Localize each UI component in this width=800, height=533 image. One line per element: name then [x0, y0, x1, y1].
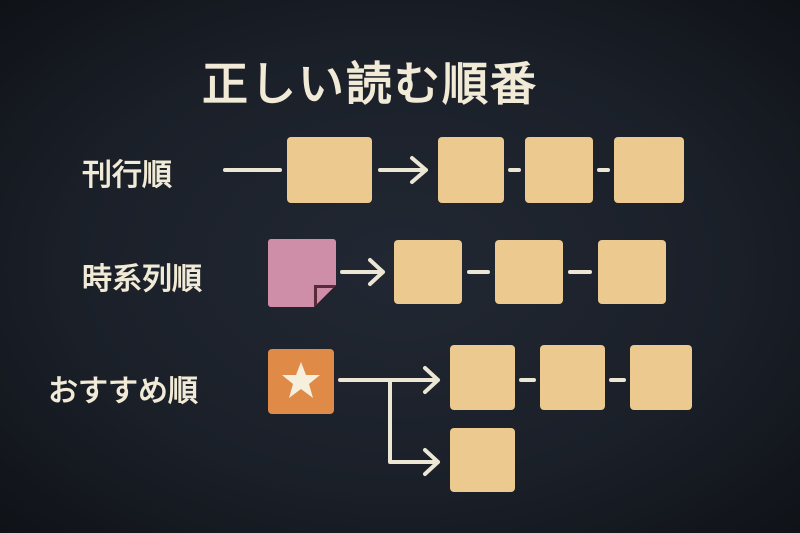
book-box: [394, 240, 462, 304]
diagram-title: 正しい読む順番: [202, 57, 538, 111]
book-box: [630, 345, 692, 410]
book-box: [438, 137, 504, 203]
book-box: [450, 428, 515, 492]
book-box: [525, 137, 593, 203]
branch-arrow-icon: [388, 378, 440, 476]
book-box: [598, 240, 666, 304]
book-box: [614, 137, 684, 203]
note-icon: [268, 239, 336, 307]
arrow-icon: [340, 258, 385, 286]
arrow-icon: [378, 156, 428, 184]
star-icon: [268, 349, 334, 414]
book-box: [450, 345, 515, 410]
row-label-publication: 刊行順: [82, 158, 172, 193]
row-label-chronological: 時系列順: [82, 262, 202, 297]
row-label-recommended: おすすめ順: [48, 374, 198, 409]
book-box: [287, 137, 372, 203]
book-box: [540, 345, 605, 410]
book-box: [495, 240, 563, 304]
